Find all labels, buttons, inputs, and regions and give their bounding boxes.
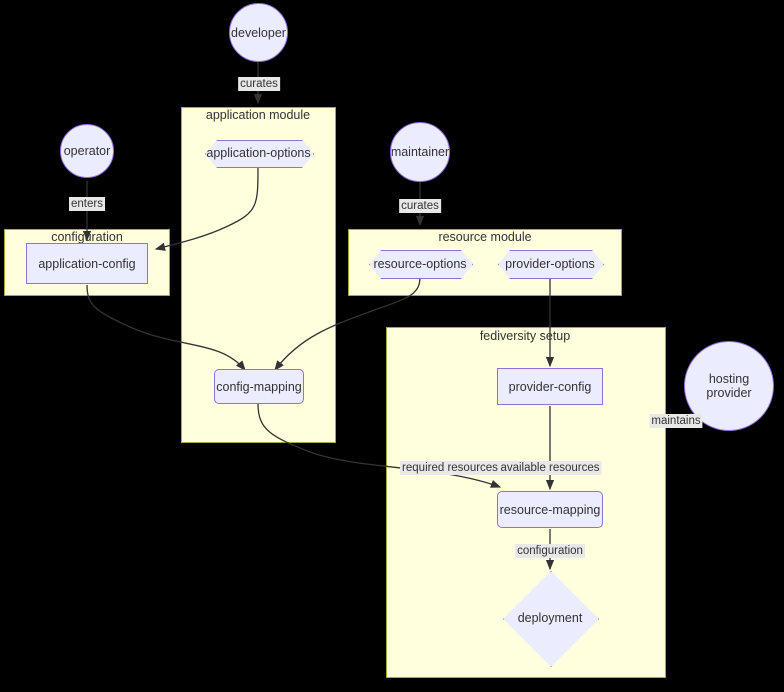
node-label-application-config: application-config [38, 256, 136, 271]
node-label-config-mapping: config-mapping [216, 379, 302, 394]
node-maintainer[interactable]: maintainer [390, 122, 450, 182]
node-label-deployment: deployment [517, 611, 583, 625]
cluster-label-fediversity-setup: fediversity setup [479, 329, 571, 343]
node-resource-options[interactable]: resource-options [369, 250, 471, 277]
node-application-config[interactable]: application-config [26, 243, 148, 284]
edge-label-curates-developer: curates [238, 77, 280, 91]
edge-label-curates-maintainer: curates [399, 199, 441, 213]
node-provider-config[interactable]: provider-config [497, 368, 603, 405]
node-developer[interactable]: developer [229, 3, 288, 62]
node-label-maintainer: maintainer [390, 145, 450, 159]
edge-resource-options-config-mapping [274, 276, 421, 372]
node-label-operator: operator [63, 144, 111, 158]
node-label-provider-options: provider-options [505, 256, 595, 271]
edge-label-enters: enters [69, 197, 105, 211]
node-provider-options[interactable]: provider-options [498, 250, 602, 277]
node-label-developer: developer [231, 25, 286, 40]
hexagon-shape [498, 250, 604, 279]
node-deployment[interactable]: deployment [503, 571, 599, 667]
cluster-label-resource-module: resource module [438, 230, 532, 244]
node-label-hosting-provider: hosting provider [706, 372, 752, 400]
node-label-provider-config: provider-config [508, 379, 592, 394]
edge-application-config-config-mapping [86, 284, 246, 371]
node-operator[interactable]: operator [60, 124, 114, 178]
edge-label-configuration: configuration [515, 544, 585, 558]
hexagon-shape [205, 140, 314, 168]
edge-label-required-resources: required resources [400, 461, 500, 475]
edge-label-maintains: maintains [649, 414, 703, 428]
cluster-label-application-module: application module [205, 108, 311, 122]
node-label-resource-mapping: resource-mapping [499, 502, 601, 517]
edge-application-options-application-config [154, 165, 259, 251]
node-label-application-options: application-options [206, 146, 311, 160]
node-application-options[interactable]: application-options [205, 140, 312, 166]
hexagon-shape [369, 250, 473, 279]
node-config-mapping[interactable]: config-mapping [214, 369, 304, 404]
edge-label-available-resources: available resources [498, 461, 602, 475]
node-resource-mapping[interactable]: resource-mapping [497, 491, 603, 528]
node-label-resource-options: resource-options [373, 256, 467, 271]
